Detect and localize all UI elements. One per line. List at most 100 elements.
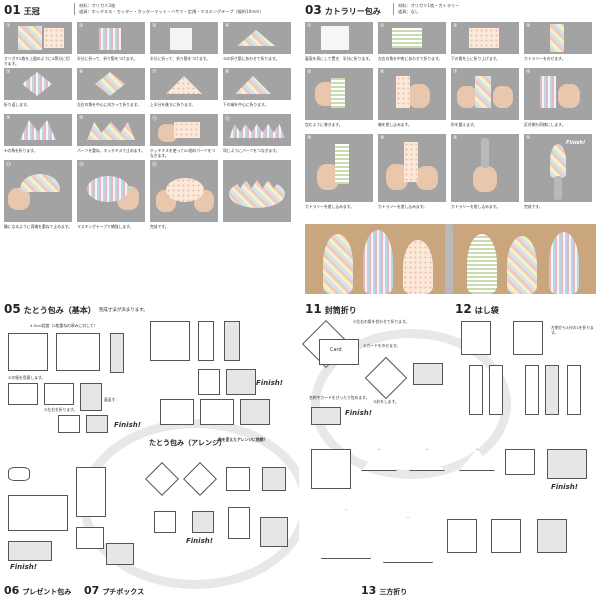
section-title: カトラリー包み: [324, 7, 381, 16]
section-title: 三方折り: [379, 587, 408, 596]
fold-diagram: [491, 519, 521, 553]
step: ⑨ カトラリーを差し込みます。: [451, 134, 519, 214]
fold-diagram: [44, 383, 74, 405]
section-number: 12: [455, 302, 472, 316]
fold-diagram: [525, 365, 539, 415]
step-number: ①: [6, 23, 11, 29]
step-photo: ⑨: [451, 134, 519, 202]
step-text: 輪になるように両端を重ねて止めます。: [4, 224, 72, 229]
step-number: ⑦: [453, 69, 458, 75]
fold-diagram: [226, 467, 250, 491]
card-diagram: Card: [319, 339, 359, 365]
step: ⑥ 左右の角を中心に向かって折ります。: [77, 68, 145, 112]
step-photo: ③: [150, 22, 218, 54]
finish-label: Finish!: [551, 483, 578, 491]
step-text: マスキングテープで補強します。: [77, 224, 134, 229]
step-photo: ①: [305, 22, 373, 54]
step: ⑭ マスキングテープで補強します。: [77, 160, 145, 234]
step: ⑦ 形を整えます。: [451, 68, 519, 132]
step-text: 反対側も同様にします。: [524, 122, 566, 127]
section-header: 12 はし袋: [455, 302, 499, 322]
flip-note: 裏返す: [104, 397, 116, 402]
finish-badge: Finish!: [566, 140, 586, 146]
step-text: オリガミ2枚を上図のように4等分に切ります。: [4, 56, 70, 66]
step-number: ⑥: [380, 69, 385, 75]
step-number: ③: [453, 23, 458, 29]
fold-diagram: [8, 333, 48, 371]
step-text: 左右の角を中心に向かって折ります。: [77, 102, 141, 107]
step-text: ホッチキスを使って20個のパーツをつなぎます。: [150, 148, 216, 158]
step-photo: ⑬: [4, 160, 72, 222]
step-note: ③封をします。: [373, 399, 399, 404]
step-number: ⑤: [6, 69, 11, 75]
step-text: 半分に折って、折り筋をつけます。: [150, 56, 210, 61]
step-number: ⑧: [225, 69, 230, 75]
section-header: 11 封筒折り: [305, 302, 596, 322]
step-number: ⑤: [307, 69, 312, 75]
finished-cutlery-photo: [305, 224, 596, 294]
section-footer-06: 06 プレゼント包み: [4, 584, 71, 597]
step-number: ⑫: [225, 116, 231, 122]
section-number: 06: [4, 584, 20, 597]
fold-diagram: [461, 321, 491, 355]
step-number: ②: [79, 23, 84, 29]
step-note: 左側から3分の1を折ります。: [551, 325, 594, 335]
arrange-note: 箱を変えたアレンジに挑戦！: [218, 437, 268, 442]
step-number: ⑧: [526, 69, 531, 75]
fold-diagram: [58, 415, 80, 433]
finish-label: Finish!: [345, 409, 372, 417]
section-title: たとう包み（基本）: [23, 306, 96, 315]
step-number: ⑩: [79, 115, 84, 121]
fold-diagram: [8, 541, 52, 561]
fold-diagram: [505, 449, 535, 475]
materials-line: 材料：オリガミ2枚: [79, 3, 116, 8]
step: ⑧ 反対側も同様にします。: [524, 68, 592, 132]
section-number: 11: [305, 302, 322, 316]
step-text: カトラリーをのせます。: [524, 56, 566, 61]
step: ⑮ 完成です。: [150, 160, 218, 234]
step-number: ⑦: [152, 69, 157, 75]
step: ⑨ ④の角を折ります。: [4, 114, 72, 158]
fold-diagram: [150, 321, 190, 361]
fold-diagram: [545, 365, 559, 415]
step-text: 包むように巻きます。: [305, 122, 343, 127]
step-text: 完成です。: [524, 204, 543, 209]
step: ③ 下の角を上に折り上げます。: [451, 22, 519, 66]
fold-diagram: [260, 517, 288, 547]
step: ⑬ 輪になるように両端を重ねて止めます。: [4, 160, 72, 234]
step-text: 同じようにパーツをつなぎます。: [223, 148, 280, 153]
section-title: 王冠: [23, 7, 40, 16]
step-photo: ②: [77, 22, 145, 54]
fold-diagram: [567, 365, 581, 415]
step: ② 左右の角を中央にあわせて折ります。: [378, 22, 446, 66]
step: ⑨ カトラリーを差し込みます。: [305, 134, 373, 214]
step: Finish! ⑩ 完成です。: [524, 134, 592, 214]
step-photo: ①: [4, 22, 72, 54]
step: ⑨ カトラリーを差し込みます。: [378, 134, 446, 214]
arrange-title: たとう包み（アレンジ）: [149, 439, 226, 447]
fold-diagram: [547, 449, 587, 479]
step-photo: ⑤: [4, 68, 72, 100]
section-title: プチボックス: [102, 587, 145, 596]
crown-photo: [223, 160, 291, 222]
card-label: Card: [330, 347, 342, 353]
fold-diagram: [262, 467, 286, 491]
step-photo: ⑪: [150, 114, 218, 146]
step-grid: ① 裏面を表にして置き、半分に折ります。 ② 左右の角を中央にあわせて折ります。…: [305, 22, 596, 222]
section-title: プレゼント包み: [22, 587, 72, 596]
step-photo: ④: [223, 22, 291, 54]
section-number: 05: [4, 302, 21, 316]
section-number: 07: [84, 584, 100, 597]
step: ③ 半分に折って、折り筋をつけます。: [150, 22, 218, 66]
step: ⑪ ホッチキスを使って20個のパーツをつなぎます。: [150, 114, 218, 158]
step-number: ⑩: [526, 135, 531, 141]
section-header: 01 王冠: [4, 3, 295, 23]
section-header: 03 カトラリー包み: [305, 3, 596, 23]
step-number: ⑮: [152, 162, 158, 168]
materials-list: 材料：オリガミ2枚 道具：ホッチキス・カッター・カッターマット・ハサミ・定規・マ…: [74, 3, 264, 15]
step: ① オリガミ2枚を上図のように4等分に切ります。: [4, 22, 72, 66]
fold-diagram: [8, 495, 68, 531]
step: ④ カトラリーをのせます。: [524, 22, 592, 66]
step-photo: ⑦: [150, 68, 218, 100]
step: ⑤ 包むように巻きます。: [305, 68, 373, 132]
